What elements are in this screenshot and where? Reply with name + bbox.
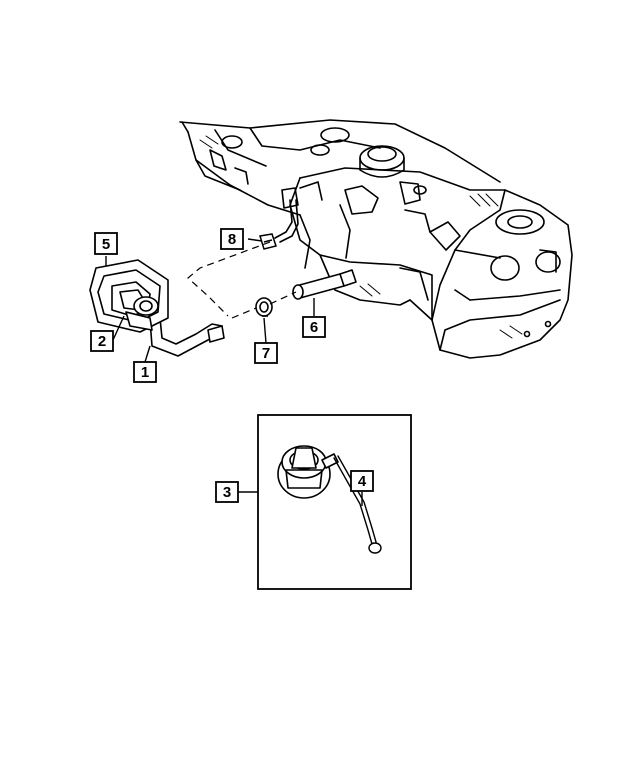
filler-housing-assembly <box>89 259 225 357</box>
vapor-line <box>274 199 299 243</box>
callout-1-label: 1 <box>141 364 149 381</box>
part-6-fill-tube <box>292 269 357 300</box>
callout-4: 4 <box>350 470 374 492</box>
callout-5: 5 <box>94 232 118 255</box>
part-8-fastener <box>259 233 277 250</box>
callout-2-label: 2 <box>98 333 106 350</box>
leader-lines <box>105 238 363 506</box>
callout-4-label: 4 <box>358 473 367 490</box>
inset-box <box>257 414 412 590</box>
callout-2: 2 <box>90 330 114 352</box>
callout-6: 6 <box>302 316 326 338</box>
callout-3: 3 <box>215 481 239 503</box>
callout-8-label: 8 <box>228 231 236 248</box>
callout-1: 1 <box>133 361 157 383</box>
callout-7: 7 <box>254 342 278 364</box>
callout-8: 8 <box>220 228 244 250</box>
callout-5-label: 5 <box>102 236 110 253</box>
callout-6-label: 6 <box>310 319 318 336</box>
part-7-clamp <box>255 297 273 317</box>
fuel-tank-assembly <box>179 119 573 359</box>
assembly-dashed-lines <box>187 241 297 319</box>
part-3-fuel-cap <box>277 445 339 499</box>
callout-7-label: 7 <box>262 345 270 362</box>
callout-3-label: 3 <box>223 484 231 501</box>
